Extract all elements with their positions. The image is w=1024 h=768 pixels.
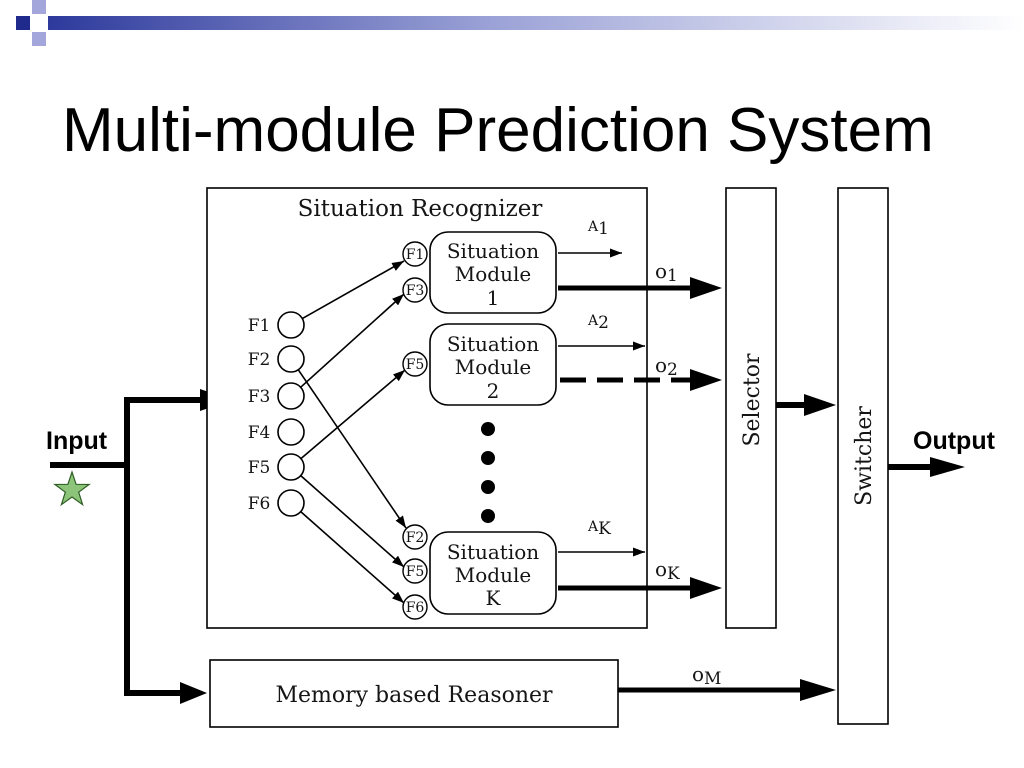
action-subscript: 1 <box>598 219 609 239</box>
output-subscript: 1 <box>667 266 678 286</box>
output-label: o1 <box>655 259 678 286</box>
switcher-label: Switcher <box>852 406 877 506</box>
selector-to-switcher-arrowhead <box>804 394 836 416</box>
feature-node <box>277 311 305 339</box>
feature-label: F3 <box>248 387 271 407</box>
ellipsis-dot <box>481 451 495 465</box>
header-gradient-bar <box>48 16 1024 30</box>
module-input-port <box>402 351 428 377</box>
feature-arrow <box>297 369 407 529</box>
memory-reasoner-box <box>209 659 619 728</box>
ellipsis-dot <box>481 480 495 494</box>
situation-module-2: Situation Module 2 F5 A2 o2 <box>402 313 722 406</box>
module-index: 1 <box>487 286 500 310</box>
more-modules-ellipsis <box>481 422 495 523</box>
feature-arrow <box>300 475 405 568</box>
feature-arrow <box>300 369 406 460</box>
module-input-label: F3 <box>406 283 425 299</box>
output-symbol: o <box>692 662 704 686</box>
action-label: AK <box>587 519 611 539</box>
output-subscript: M <box>704 669 721 689</box>
output-arrowhead <box>690 277 722 299</box>
module-title-line1: Situation <box>447 332 539 356</box>
module-input-port <box>402 277 428 303</box>
action-label: A2 <box>587 313 609 333</box>
template-corner-decoration <box>16 0 1024 46</box>
situation-recognizer-box <box>206 187 648 629</box>
memory-reasoner-label: Memory based Reasoner <box>275 683 553 708</box>
input-label: Input <box>46 427 108 455</box>
selector-label: Selector <box>740 353 765 447</box>
output-label-main: Output <box>913 427 996 455</box>
module-input-port <box>402 594 428 620</box>
action-symbol: A <box>587 313 599 329</box>
module-input-label: F5 <box>406 564 425 580</box>
module-input-label: F1 <box>406 247 425 263</box>
final-output-arrowhead <box>930 457 965 477</box>
module-index: K <box>486 586 502 610</box>
slide-title: Multi-module Prediction System <box>62 96 934 165</box>
switcher-box <box>837 187 889 725</box>
action-subscript: 2 <box>598 313 609 333</box>
ellipsis-dot <box>481 422 495 436</box>
output-label: o2 <box>655 353 678 380</box>
reasoner-output-label: oM <box>692 662 721 689</box>
feature-label: F5 <box>248 458 271 478</box>
output-label: oK <box>655 557 680 584</box>
action-subscript: K <box>598 519 611 539</box>
corner-square-lavender-bottom <box>32 32 46 46</box>
feature-list: F1 F2 F3 F4 F5 F6 <box>248 311 305 517</box>
output-symbol: o <box>655 557 667 581</box>
action-symbol: A <box>587 519 599 535</box>
output-subscript: K <box>667 564 680 584</box>
module-input-port <box>402 524 428 550</box>
module-box <box>429 323 557 406</box>
module-box <box>429 531 557 615</box>
feature-arrow <box>300 293 405 388</box>
action-label: A1 <box>587 219 609 239</box>
output-symbol: o <box>655 353 667 377</box>
feature-label: F2 <box>248 350 271 370</box>
module-input-port <box>402 558 428 584</box>
feature-arrow <box>300 511 405 604</box>
ellipsis-dot <box>481 509 495 523</box>
feature-node <box>277 418 305 446</box>
output-arrowhead <box>690 369 722 391</box>
output-symbol: o <box>655 259 667 283</box>
reasoner-output-arrowhead <box>800 679 836 701</box>
module-title-line2: Module <box>455 262 531 286</box>
module-title-line2: Module <box>455 355 531 379</box>
star-icon <box>53 470 91 507</box>
feature-arrow <box>301 260 405 320</box>
feature-label: F4 <box>248 423 271 443</box>
module-input-label: F6 <box>406 600 425 616</box>
corner-square-lavender-top <box>32 0 46 14</box>
module-input-label: F2 <box>406 530 425 546</box>
feature-node <box>277 489 305 517</box>
module-box <box>429 231 557 314</box>
feature-connections <box>297 260 407 604</box>
corner-square-navy <box>16 16 30 30</box>
input-group: Input <box>46 389 232 704</box>
module-title-line1: Situation <box>447 239 539 263</box>
situation-module-k: Situation Module K F2 F5 F6 AK oK <box>402 519 722 620</box>
selector-box <box>725 187 777 629</box>
feature-node <box>277 345 305 373</box>
output-subscript: 2 <box>667 360 678 380</box>
module-title-line2: Module <box>455 563 531 587</box>
output-arrowhead <box>690 577 722 599</box>
situation-module-1: Situation Module 1 F1 F3 A1 o1 <box>402 219 722 314</box>
module-input-port <box>402 241 428 267</box>
feature-label: F6 <box>248 494 271 514</box>
module-title-line1: Situation <box>447 540 539 564</box>
feature-node <box>277 382 305 410</box>
situation-recognizer-label: Situation Recognizer <box>298 196 543 222</box>
feature-label: F1 <box>248 316 271 336</box>
input-to-reasoner-arrowhead <box>180 682 207 704</box>
module-input-label: F5 <box>406 357 425 373</box>
module-index: 2 <box>487 379 500 403</box>
action-symbol: A <box>587 219 599 235</box>
feature-node <box>277 453 305 481</box>
